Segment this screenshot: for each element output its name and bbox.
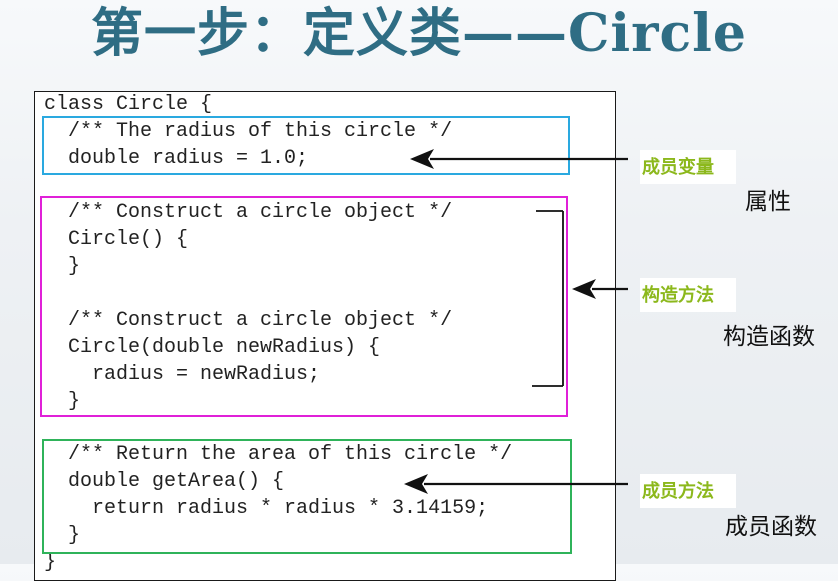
constructor-meaning: 构造函数: [723, 324, 815, 350]
code-line-ctor2-sig: Circle(double newRadius) {: [44, 336, 381, 359]
page-title: 第一步：定义类——Circle: [90, 3, 748, 64]
code-line-area-comment: /** Return the area of this circle */: [44, 443, 513, 466]
constructor-label: 构造方法: [640, 278, 736, 312]
member-variable-meaning: 属性: [745, 189, 791, 215]
code-line-area-close: }: [44, 524, 81, 547]
code-line-radius-field: double radius = 1.0;: [44, 147, 309, 170]
code-line-ctor2-comment: /** Construct a circle object */: [44, 309, 453, 332]
annotation-arrows: [404, 149, 628, 494]
code-line-ctor2-close: }: [44, 390, 81, 413]
code-line-ctor1-comment: /** Construct a circle object */: [44, 201, 453, 224]
code-line-radius-comment: /** The radius of this circle */: [44, 120, 453, 143]
constructor-arrow: [572, 279, 628, 299]
constructor-highlight-box: [40, 196, 568, 417]
member-method-meaning: 成员函数: [725, 514, 817, 540]
member-method-highlight-box: [42, 439, 572, 554]
code-line-area-return: return radius * radius * 3.14159;: [44, 497, 489, 520]
member-method-arrow: [404, 474, 628, 494]
member-method-label: 成员方法: [640, 474, 736, 508]
code-line-ctor2-body: radius = newRadius;: [44, 363, 321, 386]
code-line-ctor1-sig: Circle() {: [44, 228, 189, 251]
code-listing-frame: [34, 91, 616, 581]
member-variable-label: 成员变量: [640, 150, 736, 184]
constructor-bracket: [532, 210, 564, 387]
code-line-ctor1-close: }: [44, 255, 81, 278]
code-line-area-sig: double getArea() {: [44, 470, 285, 493]
member-variable-arrow: [410, 149, 628, 169]
code-line-class-decl: class Circle {: [44, 93, 213, 116]
member-variable-highlight-box: [42, 116, 570, 175]
